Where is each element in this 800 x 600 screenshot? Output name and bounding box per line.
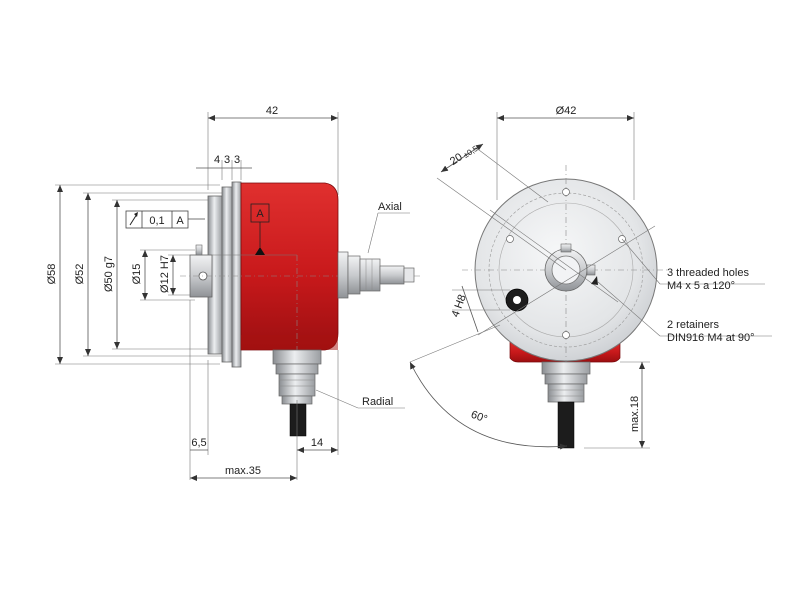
dim-max18-label: max.18 (629, 396, 641, 432)
dim-dia42-label: Ø42 (556, 105, 577, 117)
tolerance-datum: A (176, 215, 184, 227)
threaded-hole (562, 331, 570, 339)
datum-triangle-icon (255, 247, 265, 255)
axial-cable-gland (337, 251, 415, 299)
radial-cable-gland (272, 349, 322, 437)
datum-a-marker: A (250, 203, 270, 255)
threaded-holes-label-2: M4 x 5 a 120° (667, 280, 735, 292)
threaded-holes-label-1: 3 threaded holes (667, 267, 749, 279)
threaded-hole (506, 235, 514, 243)
radial-label: Radial (362, 396, 393, 408)
dim-dia58-label: Ø58 (46, 264, 58, 285)
dim-4-label: 4 (214, 154, 220, 166)
dim-dia15-label: Ø15 (131, 264, 143, 285)
tolerance-frame: 0,1 A (125, 210, 205, 229)
dim-dia52-label: Ø52 (74, 264, 86, 285)
dim-max35-label: max.35 (225, 465, 261, 477)
retainers-label-1: 2 retainers (667, 319, 719, 331)
dim-60deg-label: 60° (469, 409, 489, 426)
dim-20-label: 20 (448, 151, 465, 168)
front-cable-gland (541, 361, 591, 449)
side-view: 42 4 3 3 Ø58 Ø52 Ø50 g7 Ø15 Ø12 H7 (46, 105, 420, 481)
dim-3b-label: 3 (234, 154, 240, 166)
runout-arrow-icon (129, 212, 138, 226)
datum-a-label: A (256, 208, 264, 220)
dim-3a-label: 3 (224, 154, 230, 166)
dim-14-label: 14 (311, 437, 323, 449)
threaded-hole (562, 188, 570, 196)
axial-label: Axial (378, 201, 402, 213)
dim-42-label: 42 (266, 105, 278, 117)
dim-h8-label: 4 H8 (450, 293, 469, 319)
front-view: Ø42 (409, 105, 772, 450)
radial-cable (289, 403, 307, 437)
dim-20-tolerance: ±0,5 (462, 144, 480, 160)
dim-65-label: 6,5 (191, 437, 206, 449)
retainers-label-2: DIN916 M4 at 90° (667, 332, 755, 344)
dim-dia50g7-label: Ø50 g7 (103, 256, 115, 292)
dim-dia12h7-label: Ø12 H7 (159, 255, 171, 293)
tolerance-value: 0,1 (149, 215, 164, 227)
